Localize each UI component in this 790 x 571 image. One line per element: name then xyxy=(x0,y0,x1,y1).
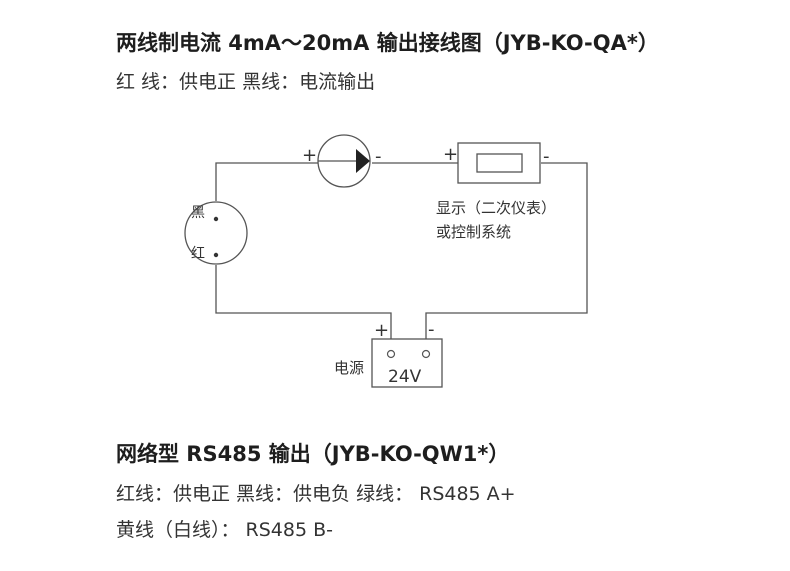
power-plus-label: + xyxy=(374,320,389,341)
display-plus-label: + xyxy=(443,144,458,165)
sensor-black-terminal xyxy=(213,216,219,222)
wire-right xyxy=(425,162,588,348)
sensor-red-terminal xyxy=(213,252,219,258)
ammeter-plus-label: + xyxy=(302,145,317,166)
wire-top-left xyxy=(215,162,318,201)
power-voltage-label: 24V xyxy=(388,367,422,387)
display-label-line1: 显示（二次仪表） xyxy=(436,199,556,217)
ammeter-triangle-icon xyxy=(356,149,370,173)
section2-description-line1: 红线：供电正 黑线：供电负 绿线： RS485 A+ xyxy=(116,483,516,505)
ammeter-minus-label: - xyxy=(375,146,382,167)
section2-description-line2: 黄线（白线）： RS485 B- xyxy=(116,519,333,541)
power-minus-terminal xyxy=(421,349,431,359)
wire-bottom-left xyxy=(215,265,392,348)
display-screen xyxy=(476,153,523,173)
section2-title: 网络型 RS485 输出（JYB-KO-QW1*） xyxy=(116,442,510,466)
power-plus-terminal xyxy=(386,349,396,359)
section1-title: 两线制电流 4mA～20mA 输出接线图（JYB-KO-QA*） xyxy=(116,31,659,55)
sensor-black-label: 黑 xyxy=(191,205,205,221)
power-minus-label: - xyxy=(428,319,435,340)
sensor-red-label: 红 xyxy=(191,246,205,262)
display-label-line2: 或控制系统 xyxy=(436,223,511,241)
power-supply-box xyxy=(371,338,443,388)
display-minus-label: - xyxy=(543,146,550,167)
section1-description: 红 线：供电正 黑线：电流输出 xyxy=(116,71,376,93)
sensor-circle xyxy=(184,201,248,265)
power-label: 电源 xyxy=(334,359,364,377)
